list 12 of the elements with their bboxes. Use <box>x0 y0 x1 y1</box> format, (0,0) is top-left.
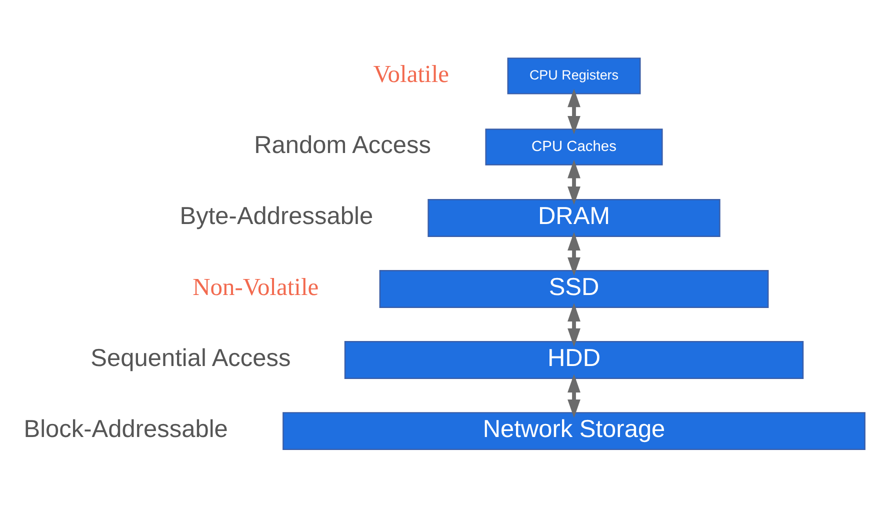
node-box: CPU Caches <box>485 128 663 166</box>
label: Volatile <box>373 61 449 88</box>
label: Byte-Addressable <box>180 203 374 230</box>
node-box: Network Storage <box>282 412 866 450</box>
node-box: SSD <box>379 270 769 308</box>
label: Sequential Access <box>90 345 291 372</box>
label: Random Access <box>254 132 432 160</box>
node-box: CPU Registers <box>507 58 641 94</box>
label: Non-Volatile <box>192 274 319 302</box>
label: Block-Addressable <box>24 416 228 444</box>
node-box: DRAM <box>428 199 720 237</box>
node-box: HDD <box>344 341 804 380</box>
